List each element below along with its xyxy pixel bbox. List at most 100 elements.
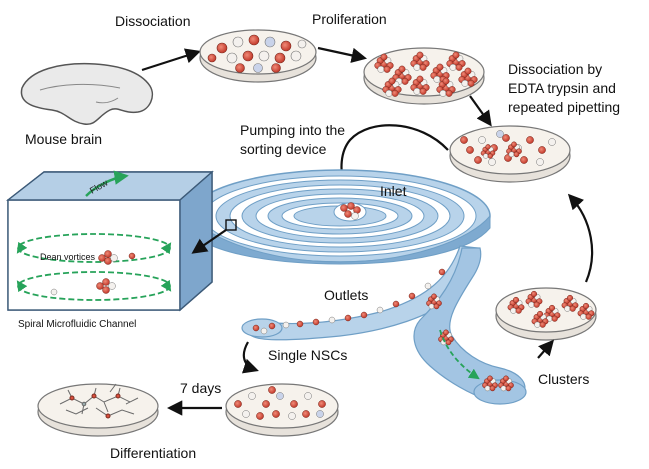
cell	[485, 144, 491, 150]
cell	[452, 51, 460, 59]
cell	[433, 75, 441, 83]
vortex-arrow-3	[160, 279, 172, 292]
cell	[582, 302, 590, 310]
cell	[466, 146, 474, 154]
cell	[256, 412, 264, 420]
spiral-channel-label: Spiral Microfluidic Channel	[18, 319, 136, 330]
cell	[401, 77, 409, 85]
cell	[445, 339, 452, 346]
cell	[268, 386, 276, 394]
pumping-label-1: Pumping into the	[240, 122, 345, 138]
cell	[416, 75, 424, 83]
cell	[548, 304, 556, 312]
cell	[515, 307, 522, 314]
cell	[419, 63, 427, 71]
cell	[536, 158, 544, 166]
vortex-arrow-4	[16, 280, 28, 293]
seven-days-label: 7 days	[180, 380, 221, 396]
cell	[439, 89, 447, 97]
cell	[500, 385, 507, 392]
arrow-pumping	[333, 124, 449, 189]
cell	[539, 321, 546, 328]
cell	[503, 375, 509, 382]
cell	[564, 305, 571, 312]
cell	[416, 51, 424, 59]
cell	[487, 375, 493, 382]
cell	[442, 77, 450, 85]
cell	[536, 310, 544, 318]
single-nscs-dish-cells	[234, 386, 326, 420]
cell	[290, 400, 298, 408]
cell	[474, 156, 482, 164]
zoom-box	[225, 219, 237, 231]
cell	[242, 410, 250, 418]
cell	[428, 303, 435, 310]
cell	[388, 77, 396, 85]
cell	[489, 385, 496, 392]
cell	[502, 134, 510, 142]
cell	[419, 87, 427, 95]
cell	[533, 301, 540, 308]
cell	[464, 67, 472, 75]
cell	[551, 315, 558, 322]
cell	[455, 63, 463, 71]
cell	[548, 138, 556, 146]
dissociation-label: Dissociation	[115, 13, 190, 29]
arrow-to-clusters-dish	[537, 339, 555, 359]
cell	[511, 141, 517, 148]
arrow-dissociation	[141, 48, 201, 72]
cell	[431, 293, 437, 300]
cell	[585, 313, 592, 320]
cell	[449, 63, 457, 71]
cell	[272, 410, 280, 418]
outlets-label: Outlets	[324, 287, 368, 303]
cell	[538, 146, 546, 154]
channel-cross-section	[5, 170, 214, 312]
dish1-cells	[207, 34, 307, 73]
cell	[580, 313, 587, 320]
inlet-cells	[340, 202, 361, 220]
cell	[508, 151, 515, 158]
cell	[248, 392, 256, 400]
cell	[483, 153, 489, 159]
vortex-arrow-1	[160, 242, 172, 255]
differentiation-label: Differentiation	[110, 445, 196, 461]
cell	[380, 53, 388, 61]
outlet-clusters	[426, 293, 514, 392]
differentiated-neurons	[59, 383, 139, 419]
spiral-microfluidic-device	[189, 169, 527, 405]
clusters-label: Clusters	[538, 371, 589, 387]
dean-vortices-label: Dean vortices	[40, 252, 96, 262]
cell	[478, 136, 486, 144]
cell	[505, 385, 512, 392]
cell	[276, 392, 284, 400]
cell	[433, 303, 440, 310]
cell	[385, 89, 393, 97]
pumping-label-2: sorting device	[240, 141, 327, 157]
cell	[262, 400, 270, 408]
cell	[304, 392, 312, 400]
cell	[528, 301, 535, 308]
cell	[569, 305, 576, 312]
cross-section-cells	[50, 250, 136, 296]
mouse-brain-icon	[20, 62, 154, 125]
cell	[496, 130, 504, 138]
flow-arrow	[85, 170, 129, 197]
cell	[413, 87, 421, 95]
cell	[467, 79, 475, 87]
inlet-label: Inlet	[380, 183, 407, 199]
cell	[234, 400, 242, 408]
cell	[391, 89, 399, 97]
arrow-single-nscs	[241, 341, 259, 374]
cluster-flow-arrow	[439, 329, 480, 380]
cell	[443, 329, 449, 336]
cell	[398, 65, 406, 73]
dissociation-by-label-1: Dissociation by	[508, 61, 602, 77]
cell	[513, 151, 520, 158]
cell	[520, 156, 528, 164]
single-nscs-label: Single NSCs	[268, 347, 347, 363]
cell	[316, 410, 324, 418]
cell	[534, 321, 541, 328]
cell	[487, 153, 493, 159]
